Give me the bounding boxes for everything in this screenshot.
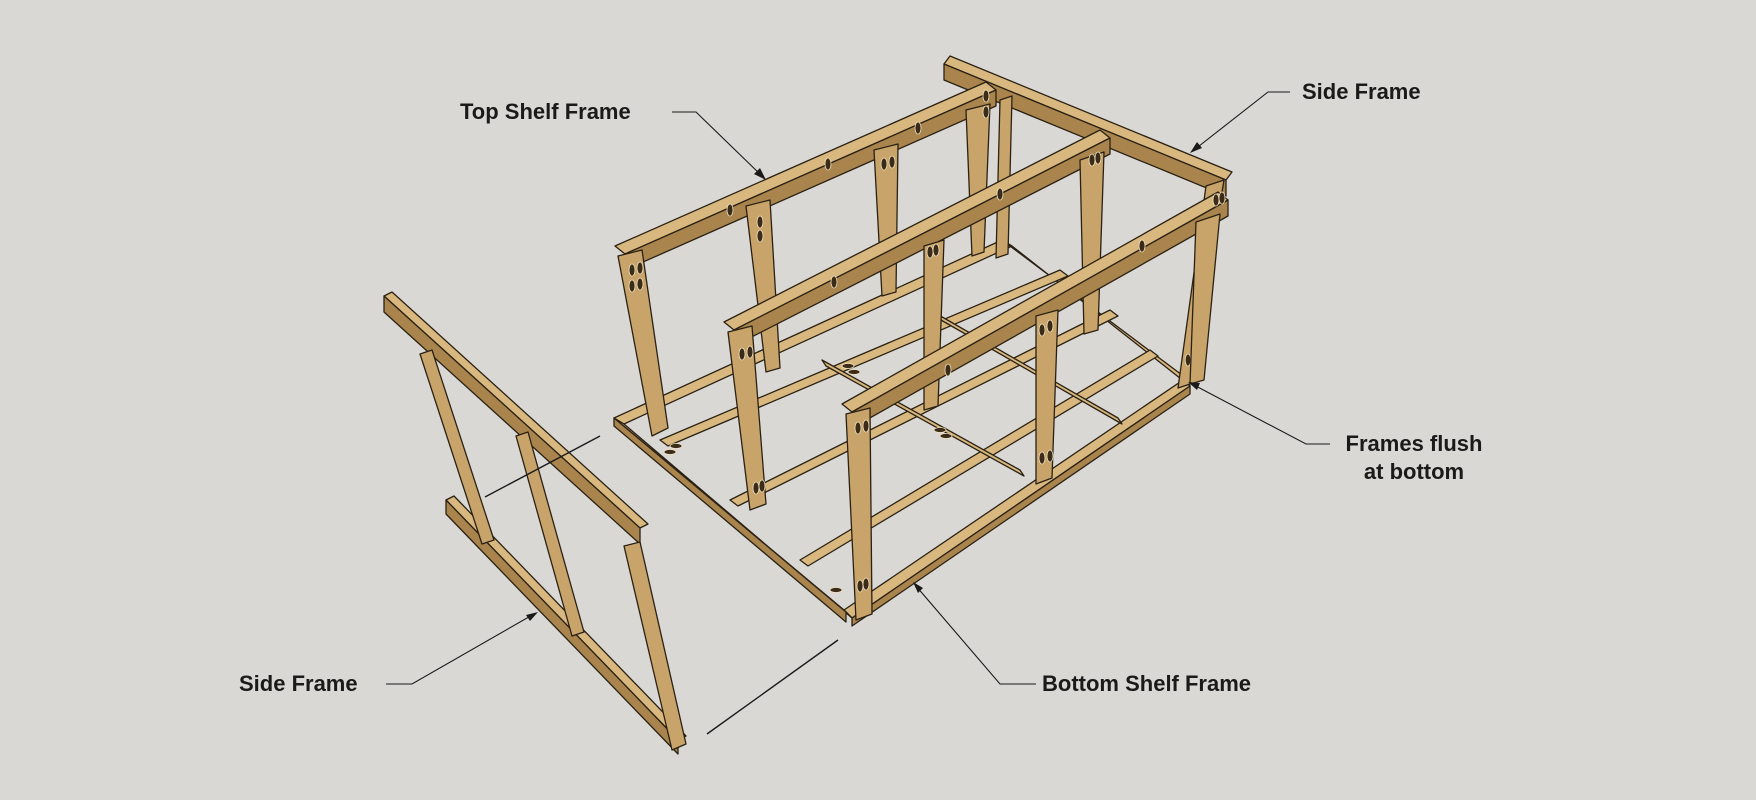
explode-line-upper bbox=[484, 435, 601, 498]
leader-frames-flush bbox=[1188, 382, 1330, 445]
label-frames-flush-line2: at bottom bbox=[1363, 459, 1465, 484]
side-frame-left-part bbox=[383, 291, 687, 755]
upright-frame-middle bbox=[723, 129, 1111, 511]
leader-top-shelf-frame bbox=[672, 111, 766, 180]
upright-frame-rear bbox=[614, 81, 997, 437]
upright-frame-front bbox=[841, 191, 1229, 621]
bottom-shelf-frame bbox=[613, 239, 1191, 627]
explode-line-lower bbox=[706, 639, 839, 735]
leader-side-frame-left bbox=[386, 612, 538, 685]
label-bottom-shelf-frame: Bottom Shelf Frame bbox=[1042, 671, 1252, 696]
leader-side-frame-right bbox=[1190, 91, 1290, 153]
label-frames-flush: Frames flush at bottom bbox=[1334, 430, 1494, 486]
label-frames-flush-line1: Frames flush bbox=[1345, 431, 1483, 456]
label-side-frame-left: Side Frame bbox=[239, 671, 358, 696]
label-top-shelf-frame: Top Shelf Frame bbox=[460, 99, 631, 124]
label-side-frame-right: Side Frame bbox=[1302, 79, 1421, 104]
leader-bottom-shelf-frame bbox=[913, 582, 1036, 685]
